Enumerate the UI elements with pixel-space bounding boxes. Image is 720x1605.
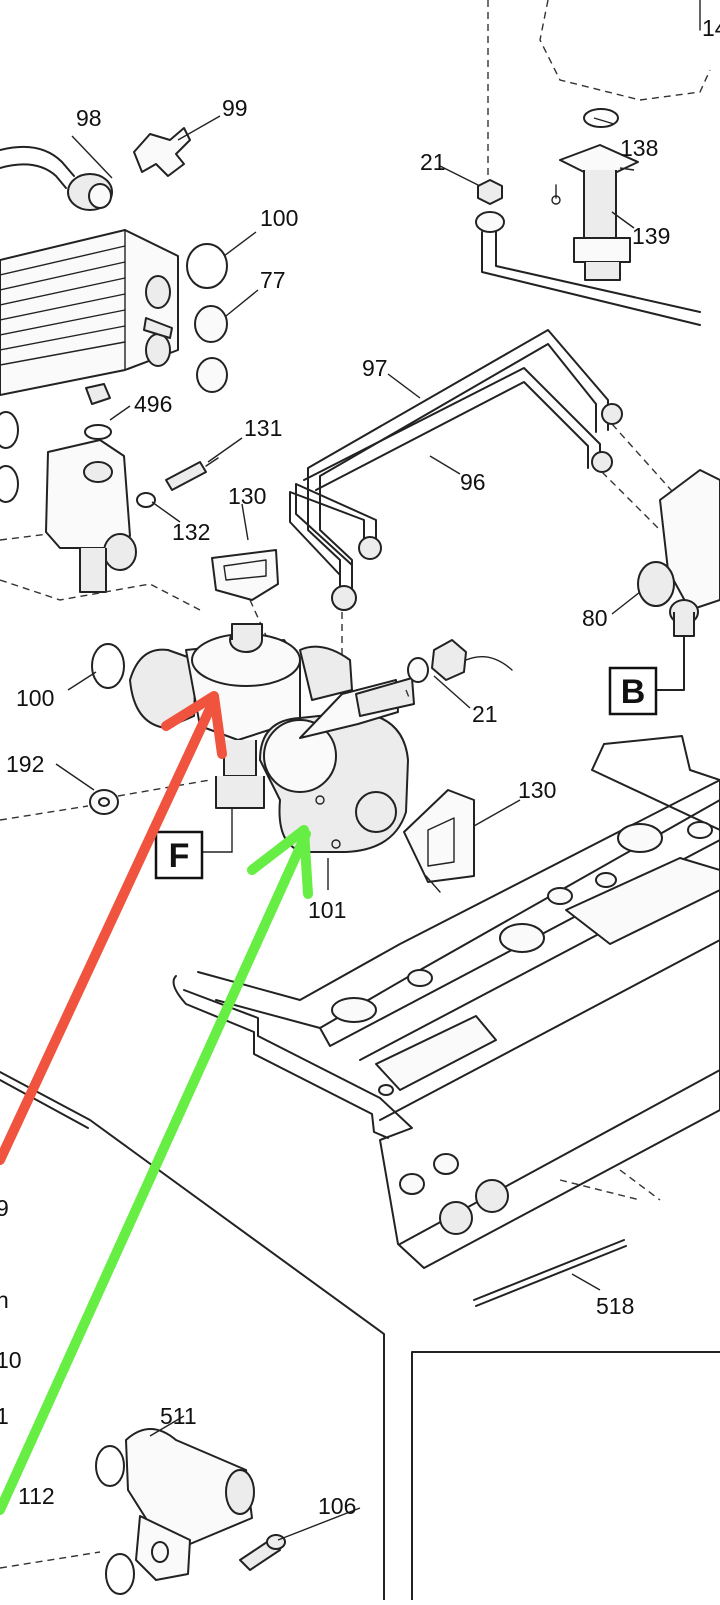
part-21-nut-mid (407, 639, 513, 683)
callout-100-mid: 100 (16, 685, 54, 711)
leader-lines (55, 115, 641, 1541)
callout-77: 77 (260, 267, 286, 293)
callout-edge-10: 10 (0, 1347, 22, 1373)
callout-106: 106 (318, 1493, 356, 1519)
part-21-nut-top (475, 179, 505, 233)
box-label-f: F (154, 830, 204, 880)
callout-96: 96 (460, 469, 486, 495)
callout-97: 97 (362, 355, 388, 381)
callout-100-top: 100 (260, 205, 298, 231)
callout-139: 139 (632, 223, 670, 249)
green-arrow (0, 825, 313, 1515)
part-192-washer (0, 779, 211, 821)
part-511-fitting (0, 1428, 255, 1595)
part-100-oring-mid (91, 643, 125, 689)
callout-21-mid: 21 (472, 701, 498, 727)
top-right-housing (487, 0, 711, 180)
callout-518: 518 (596, 1293, 634, 1319)
callout-80: 80 (582, 605, 608, 631)
heat-exchanger-block (0, 229, 179, 396)
box-label-b: B (608, 666, 658, 716)
part-139-flange-tube (551, 144, 639, 281)
callout-511: 511 (160, 1403, 197, 1429)
callout-131: 131 (244, 415, 282, 441)
pipes-96-97 (289, 329, 681, 700)
callout-496: 496 (134, 391, 172, 417)
callout-132: 132 (172, 519, 210, 545)
lower-right-panel (411, 1351, 720, 1601)
part-99-clip (133, 127, 191, 177)
part-80-manifold (637, 469, 720, 691)
red-arrow (0, 691, 227, 1165)
left-seals (186, 243, 228, 393)
callout-112: 112 (18, 1483, 55, 1509)
left-valve-body (0, 411, 201, 611)
part-130-clip-bottom (403, 789, 475, 893)
callout-98: 98 (76, 105, 102, 131)
callout-99: 99 (222, 95, 248, 121)
callout-edge-top: 14 (702, 15, 720, 41)
callout-edge-9: 9 (0, 1195, 9, 1221)
part-138-oring (583, 108, 619, 128)
callout-138: 138 (620, 135, 658, 161)
callout-numbers: 98 99 100 77 496 131 130 132 100 192 21 … (0, 15, 720, 1519)
part-496-plug (84, 383, 112, 440)
box-label-b-text: B (621, 673, 646, 711)
callout-21-top: 21 (420, 149, 446, 175)
callout-edge-n: n (0, 1287, 9, 1313)
pipe-top-right (481, 231, 701, 326)
callout-130-bottom: 130 (518, 777, 556, 803)
part-130-clip-top (211, 549, 279, 641)
callout-edge-1: 1 (0, 1403, 9, 1429)
callout-101: 101 (308, 897, 346, 923)
box-label-f-text: F (169, 837, 190, 875)
callout-192: 192 (6, 751, 44, 777)
chassis-plate (172, 735, 720, 1269)
part-98-pipe (0, 145, 113, 211)
callout-130-top: 130 (228, 483, 266, 509)
part-131-sensor (136, 457, 219, 508)
part-518-rod (473, 1239, 627, 1307)
lower-left-panel (0, 1071, 385, 1601)
